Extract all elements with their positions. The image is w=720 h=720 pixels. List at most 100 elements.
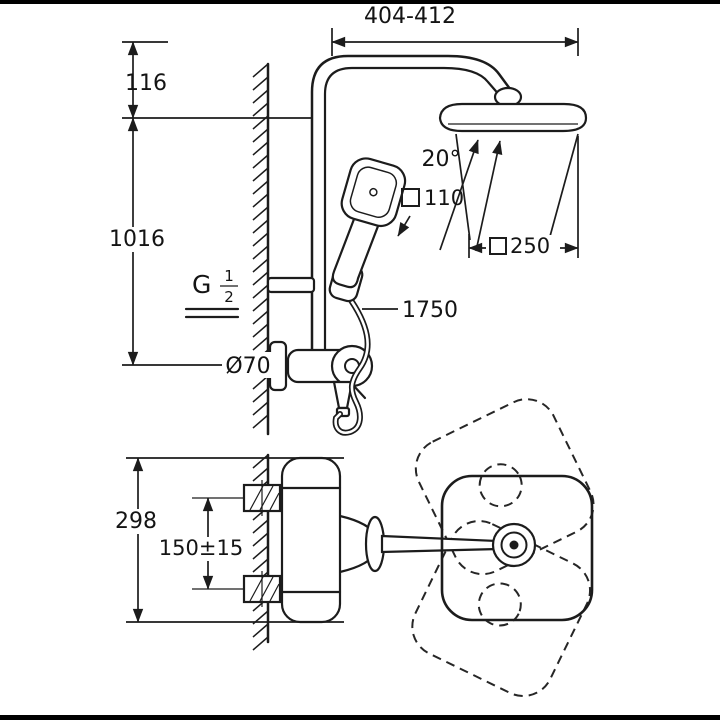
shower-arm-plan [339,514,537,574]
dim-valve-height-label-bg [108,509,164,534]
wall-hatch-line [252,558,269,573]
wall-hatch-line [252,232,269,247]
head-swivel-down-pivot [477,582,522,627]
spray-cone-left-edge [455,133,471,241]
wall-hatch-line [252,102,269,117]
hand-shower [331,157,407,289]
thread-numerator: 1 [224,267,234,285]
head-shower-plan [440,474,594,622]
head-angle-label: 20° [422,147,461,172]
square-symbol [401,188,420,207]
wall-hatch-line [252,310,269,325]
head-shower [438,86,588,133]
shower-hose [332,293,371,436]
shower-riser-pipe [310,54,515,354]
wall-hatch-line [252,245,269,260]
bottom-border-bar [0,715,720,720]
wall-hatch-line [252,297,269,312]
wall-hatch-line [252,636,269,651]
hand-shower-size-leader [397,215,411,237]
hand-shower-face [340,157,407,228]
dim-riser-height-label: 1016 [109,227,165,252]
wall-hatch-line [252,206,269,221]
wall-hatch-line [252,154,269,169]
head-angle-annotation: 20° [422,139,503,252]
valve-body-plan [280,456,342,624]
thread-label: G 1 2 [184,267,240,319]
wall-hatch-line [252,623,269,638]
dim-riser-height-label-bg [108,227,166,252]
wall-hatch-line [252,401,269,416]
head-swivel-up-pivot [478,463,523,508]
dim-supply-spacing-label: 150±15 [159,536,243,560]
wall-hatch-line [252,336,269,351]
dim-supply-spacing: 150±15 [159,497,243,590]
arm-shaft [380,534,500,554]
hand-shower-handle [331,215,381,289]
wall-hatch-line [252,141,269,156]
dim-top-width: 404-412 [331,4,579,56]
wall-hatch-line [252,532,269,547]
thermostat-valve-side [268,340,374,418]
head-shower-plan-outline [440,474,594,622]
hand-shower-size-value: 110 [424,186,464,210]
wall-hatch-line [252,467,269,482]
riser-pipe-inner [323,66,503,354]
wall-hatch-line [252,76,269,91]
wall-hatch-line [252,180,269,195]
wall-hatch-line [252,128,269,143]
supply-union-top [192,480,292,516]
hose-length-value: 1750 [402,298,458,323]
spray-cone [455,133,579,241]
dim-valve-height: 298 [108,457,344,623]
union-hatch-line [269,492,280,511]
union-hatch-line [269,583,280,602]
dim-supply-spacing-label-bg [162,537,240,561]
dim-top-width-label: 404-412 [364,4,456,29]
wall-hatch-line [252,63,269,78]
head-swivel-up-outline [414,398,595,576]
hand-shower-size-label: 110 [397,186,464,237]
union-hatch-line [249,485,264,511]
wall-hatch-line [252,519,269,534]
thread-denominator: 2 [224,288,234,306]
escutcheon-diameter-label-bg [222,352,274,378]
wall-hatch-line [252,284,269,299]
wall-hatch-line [252,545,269,560]
wall-hatch-line [252,610,269,625]
wall-bracket [266,276,316,294]
dim-riser-height: 1016 [108,117,222,366]
wall-hatch-line [252,454,269,469]
wall-hatch-line [252,115,269,130]
head-shower-plate [438,102,588,133]
union-hatch-line [249,576,264,602]
thermostat-valve-plan [280,456,342,624]
wall-hatch-line [252,219,269,234]
dim-top-offset: 116 [122,41,312,119]
wall-hatch-line [252,375,269,390]
escutcheon-diameter-value: Ø70 [225,354,270,379]
wall-bracket-body [266,276,316,294]
wall-hatch-line [252,89,269,104]
wall-hatch-line [252,193,269,208]
wall-hatch-line [252,414,269,429]
wall-hatching-upper [252,63,269,429]
spray-cone-right-edge [548,133,579,241]
arm-pivot-mid [500,531,528,559]
top-border-bar [0,0,720,4]
wall-hatch-line [252,388,269,403]
wall-hatch-line [252,258,269,273]
dim-top-offset-label: 116 [125,71,167,96]
dim-spray-width-label: 250 [510,234,550,258]
square-symbol [489,237,507,255]
thread-letter: G [192,270,211,299]
dim-spray-width: 250 [468,136,579,259]
dim-valve-height-label: 298 [115,509,157,534]
wall-hatch-line [252,323,269,338]
hand-shower-face-center [369,187,378,197]
head-angle-line-a [439,139,479,251]
wall-hatch-line [252,167,269,182]
hose-length-label: 1750 [362,298,458,323]
